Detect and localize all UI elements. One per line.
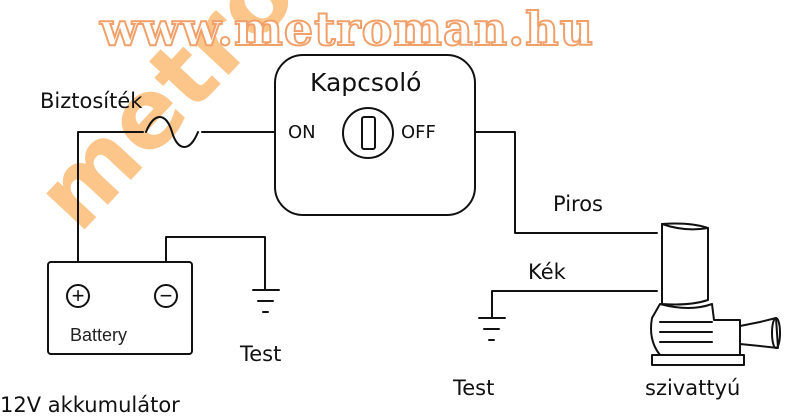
wire-battery-positive — [77, 131, 144, 263]
pump-ridges — [659, 321, 713, 343]
switch-label: Kapcsoló — [310, 68, 422, 97]
ground-label-battery: Test — [240, 342, 282, 366]
ground-label-pump: Test — [453, 376, 495, 400]
switch-off-label: OFF — [401, 122, 436, 143]
pump-outlet-opening — [771, 317, 781, 349]
battery-minus-terminal — [154, 284, 178, 308]
battery-plus-sign: + — [72, 283, 85, 308]
red-wire-label: Piros — [553, 192, 603, 216]
wire-blue — [491, 290, 658, 319]
fuse-label: Biztosíték — [40, 89, 143, 113]
switch-box — [274, 54, 476, 216]
switch-rocker-ring — [342, 107, 394, 159]
pump-top — [661, 223, 709, 231]
switch-rocker — [361, 116, 376, 150]
fuse-symbol — [145, 116, 199, 148]
switch-on-label: ON — [288, 122, 316, 143]
battery-caption: 12V akkumulátor — [0, 393, 180, 417]
blue-wire-label: Kék — [528, 260, 566, 284]
wire-red — [474, 131, 658, 234]
pump-base — [651, 354, 745, 366]
pump-label: szivattyú — [645, 376, 741, 400]
pump-outlet — [739, 317, 779, 349]
battery-text: Battery — [70, 325, 128, 345]
ground-symbol-pump — [478, 317, 506, 341]
battery-minus-sign: − — [160, 283, 173, 308]
wire-battery-negative — [165, 236, 266, 291]
ground-symbol-battery — [252, 289, 280, 313]
pump-motor — [661, 222, 709, 306]
site-watermark: www.metroman.hu — [99, 2, 595, 56]
battery-plus-terminal — [66, 284, 90, 308]
battery-body — [47, 261, 193, 355]
pump-body — [650, 303, 741, 356]
